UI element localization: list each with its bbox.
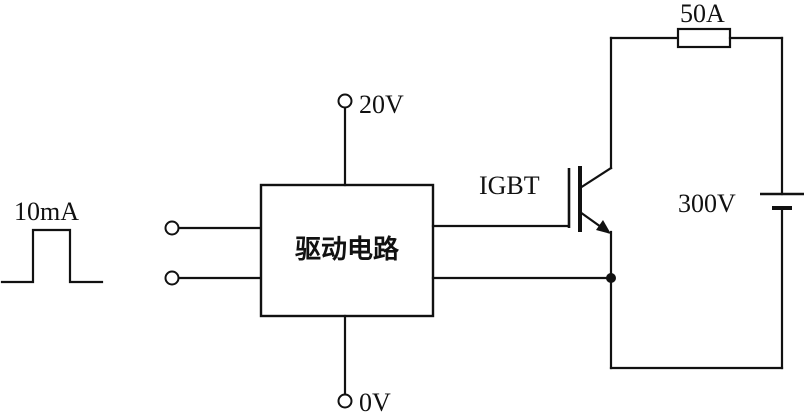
driver-circuit-block (259, 183, 435, 318)
supply-bottom-label: 0V (359, 388, 391, 413)
supply-terminal-20v (337, 93, 353, 109)
input-pulse-waveform (0, 228, 104, 284)
igbt-symbol (567, 166, 613, 234)
pulse-label: 10mA (14, 197, 79, 226)
igbt-collector-lead (578, 166, 613, 190)
driver-circuit-label: 驱动电路 (295, 234, 400, 265)
input-terminal-bottom (164, 270, 180, 286)
input-terminal-top (164, 220, 180, 236)
junction-dot (606, 273, 616, 283)
load-label: 50A (680, 0, 725, 28)
load-resistor (676, 27, 732, 49)
supply-terminal-0v (337, 393, 353, 409)
igbt-label: IGBT (479, 171, 540, 200)
igbt-emitter-arrow-icon (596, 220, 611, 234)
battery-label: 300V (678, 189, 736, 218)
supply-top-label: 20V (359, 90, 404, 119)
